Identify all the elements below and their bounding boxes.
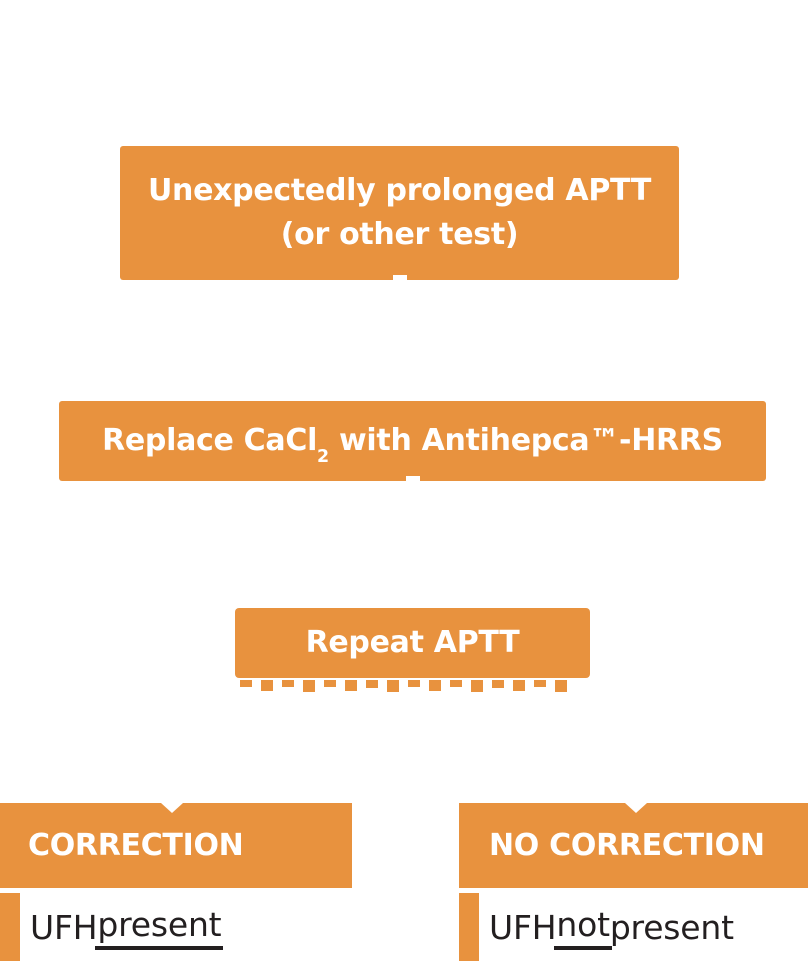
arrow-dash [408,680,420,687]
step1-line2: (or other test) [280,217,519,252]
result-suffix: present [609,907,734,947]
arrow-dash [261,680,273,691]
arrow-dash [303,680,315,692]
arrowhead-notch-left [161,803,183,813]
step1-line1: Unexpectedly prolonged APTT [147,173,652,208]
right-accent-strip [459,893,479,961]
connector-notch [405,476,420,481]
left-accent-strip [0,893,20,961]
result-underlined-word: not [554,905,612,950]
step2-subscript: 2 [317,446,329,467]
arrow-dash [513,680,525,691]
arrow-dash [471,680,483,692]
correction-header-label: CORRECTION [28,828,244,863]
step3-text: Repeat APTT [305,625,520,660]
step1-prolonged-aptt-box: Unexpectedly prolonged APTT (or other te… [120,146,679,280]
arrow-dash [429,680,441,691]
arrow-dash [324,680,336,687]
arrow-dash [345,680,357,691]
result-prefix: UFH [489,907,557,947]
result-underlined-word: present [95,905,224,950]
arrow-dash [555,680,567,692]
connector-notch [392,275,407,280]
arrow-dash [450,680,462,687]
dashed-arrow-tabs [240,680,580,692]
correction-result-text: UFH present [30,893,224,961]
step2-replace-cacl2-box: Replace CaCl2 with Antihepca™-HRRS [59,401,766,481]
step2-text-pre: Replace CaCl [102,423,318,458]
step2-text: Replace CaCl2 with Antihepca™-HRRS [102,419,723,466]
arrow-dash [240,680,252,687]
step3-repeat-aptt-box: Repeat APTT [235,608,590,678]
arrow-dash [492,680,504,688]
arrow-dash [282,680,294,687]
no-correction-result-text: UFH not present [489,893,734,961]
arrowhead-notch-right [625,803,647,813]
result-prefix: UFH [30,907,98,947]
no-correction-header-label: NO CORRECTION [489,828,765,863]
arrow-dash [366,680,378,688]
no-correction-header-box: NO CORRECTION [459,803,808,888]
arrow-dash [534,680,546,687]
step2-text-post: with Antihepca™-HRRS [328,423,723,458]
correction-header-box: CORRECTION [0,803,352,888]
arrow-dash [387,680,399,692]
